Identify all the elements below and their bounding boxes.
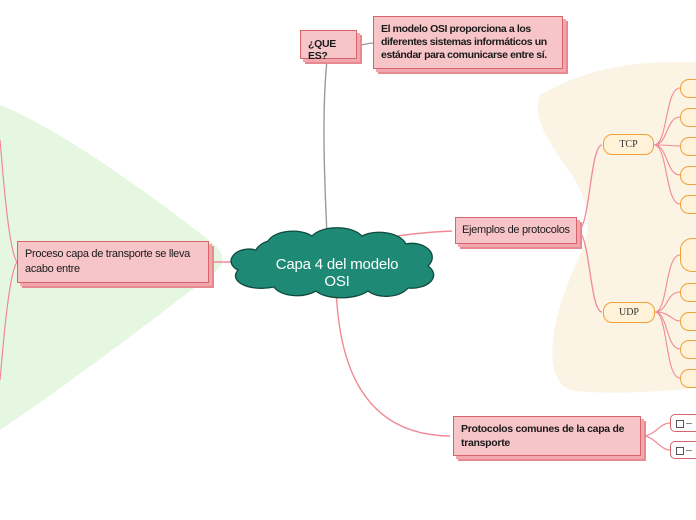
connector-que-es [323,59,328,236]
proceso-topic[interactable]: Proceso capa de transporte se lleva acab… [17,241,209,283]
connector-tcp-leaves [653,87,681,205]
udp-leaf[interactable] [680,340,696,359]
tcp-leaf[interactable] [680,137,696,156]
definicion-topic[interactable]: El modelo OSI proporciona a los diferent… [373,16,563,69]
truncated-text-mark [686,450,692,451]
ejemplos-topic[interactable]: Ejemplos de protocolos [455,217,577,244]
protocolos-label: Protocolos comunes de la capa de transpo… [461,423,625,449]
tcp-topic[interactable]: TCP [603,134,654,155]
central-cloud[interactable] [230,227,435,299]
udp-leaf[interactable] [680,312,696,331]
definicion-label: El modelo OSI proporciona a los diferent… [381,23,547,61]
connector-proceso-left [0,139,18,381]
tcp-leaf[interactable] [680,195,696,214]
tcp-leaf[interactable] [680,108,696,127]
tcp-leaf[interactable] [680,166,696,185]
connector-protocolos-leaves [641,422,671,451]
connector-protocolos [335,284,451,437]
que-es-label: ¿QUE ES? [308,38,336,62]
checkbox-icon[interactable] [676,447,684,455]
que-es-topic[interactable]: ¿QUE ES? [300,30,357,62]
ejemplos-label: Ejemplos de protocolos [462,224,570,236]
udp-leaf[interactable] [680,369,696,388]
protocolo-leaf[interactable] [670,441,696,459]
udp-topic[interactable]: UDP [603,302,655,323]
proceso-label: Proceso capa de transporte se lleva acab… [25,248,190,275]
protocolo-leaf[interactable] [670,414,696,432]
connector-tcp [577,144,603,232]
protocolos-topic[interactable]: Protocolos comunes de la capa de transpo… [453,416,641,456]
connector-udp [577,230,603,313]
connector-definicion [357,42,374,46]
checkbox-icon[interactable] [676,420,684,428]
connector-udp-leaves [654,254,681,379]
truncated-text-mark [686,423,692,424]
udp-leaf[interactable] [680,238,696,272]
tcp-leaf[interactable] [680,79,696,98]
central-topic-label: Capa 4 del modelo OSI [275,256,399,290]
udp-leaf[interactable] [680,283,696,302]
